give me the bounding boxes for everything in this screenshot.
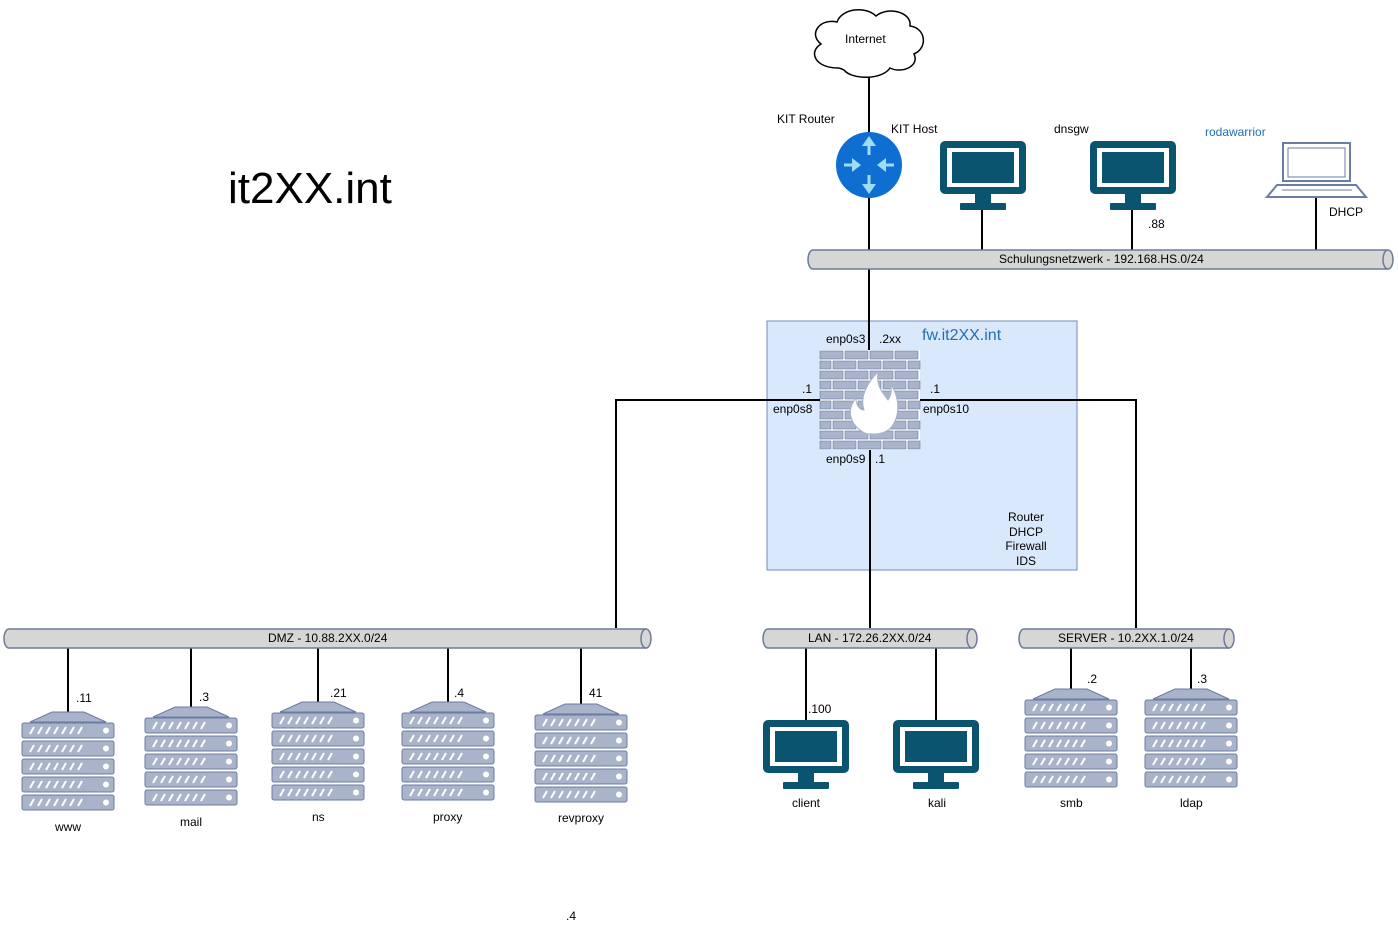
- monitor-icon-client: [763, 720, 849, 789]
- bus-server: [1018, 628, 1235, 649]
- role-dhcp: DHCP: [1008, 524, 1043, 539]
- dnsgw-ip-label: .88: [1148, 217, 1165, 231]
- router-icon: [836, 132, 902, 198]
- proxy-ip-label: .4: [454, 686, 465, 700]
- role-router: Router: [1007, 510, 1045, 524]
- enp0s10-label: enp0s10: [923, 402, 970, 416]
- enp0s3-label: enp0s3: [826, 332, 866, 346]
- enp0s8-label: enp0s8: [773, 402, 813, 416]
- enp0s9-label: enp0s9: [826, 452, 866, 466]
- smb-ip-label: .2: [1087, 672, 1098, 686]
- firewall-icon: [819, 350, 921, 450]
- server-icon-ns: [271, 701, 365, 801]
- kali-label: kali: [928, 796, 947, 810]
- enp0s3-ip-label: .2xx: [879, 332, 902, 346]
- bus-dmz: [3, 628, 652, 649]
- bus-lan: [762, 628, 978, 649]
- client-ip-label: .100: [808, 702, 832, 716]
- firewall-title: fw.it2XX.int: [922, 327, 1002, 344]
- proxy-label: proxy: [433, 810, 463, 824]
- revproxy-ip-label: 41: [589, 686, 603, 700]
- laptop-icon-rodawarrior: [1264, 142, 1369, 198]
- lan-bus-label: LAN - 172.26.2XX.0/24: [808, 631, 932, 645]
- role-firewall: Firewall: [1005, 539, 1047, 553]
- router-label: KIT Router: [777, 112, 835, 126]
- rodawarrior-ip-label: DHCP: [1329, 205, 1364, 219]
- page-title: it2XX.int: [228, 164, 392, 213]
- ns-label: ns: [312, 810, 325, 824]
- role-ids: IDS: [1015, 553, 1036, 568]
- link-firewall-server: [920, 399, 1137, 628]
- revproxy-label: revproxy: [558, 811, 605, 825]
- stray-ip-label: .4: [566, 909, 577, 923]
- mail-ip-label: .3: [199, 690, 210, 704]
- www-label: www: [55, 820, 81, 834]
- www-ip-label: .11: [76, 691, 92, 705]
- server-icon-revproxy: [534, 703, 628, 803]
- firewall-zone: [766, 320, 1078, 571]
- ldap-ip-label: .3: [1197, 672, 1208, 686]
- internet-cloud-icon: [813, 9, 924, 78]
- enp0s9-ip-label: .1: [875, 452, 886, 466]
- link-firewall-dmz: [615, 399, 822, 628]
- server-icon-proxy: [401, 701, 495, 801]
- firewall-roles: Router DHCP Firewall IDS: [996, 510, 1056, 568]
- dnsgw-label: dnsgw: [1054, 122, 1089, 136]
- kithost-label: KIT Host: [891, 122, 938, 136]
- ldap-label: ldap: [1180, 796, 1203, 810]
- server-icon-mail: [144, 706, 238, 806]
- server-icon-ldap: [1144, 688, 1238, 788]
- schulungsnetz-bus-label: Schulungsnetzwerk - 192.168.HS.0/24: [999, 252, 1204, 266]
- mail-label: mail: [180, 815, 203, 829]
- client-label: client: [792, 796, 821, 810]
- enp0s8-ip-label: .1: [802, 382, 813, 396]
- monitor-icon-kali: [893, 720, 979, 789]
- bus-schulungsnetz: [807, 249, 1394, 270]
- dmz-bus-label: DMZ - 10.88.2XX.0/24: [268, 631, 388, 645]
- rodawarrior-label: rodawarrior: [1205, 125, 1266, 139]
- server-icon-smb: [1024, 688, 1118, 788]
- monitor-icon-kithost: [940, 141, 1026, 210]
- server-bus-label: SERVER - 10.2XX.1.0/24: [1058, 631, 1194, 645]
- server-icon-www: [21, 711, 115, 811]
- ns-ip-label: .21: [330, 686, 347, 700]
- internet-label: Internet: [845, 32, 886, 46]
- smb-label: smb: [1060, 796, 1083, 810]
- enp0s10-ip-label: .1: [930, 382, 941, 396]
- monitor-icon-dnsgw: [1090, 141, 1176, 210]
